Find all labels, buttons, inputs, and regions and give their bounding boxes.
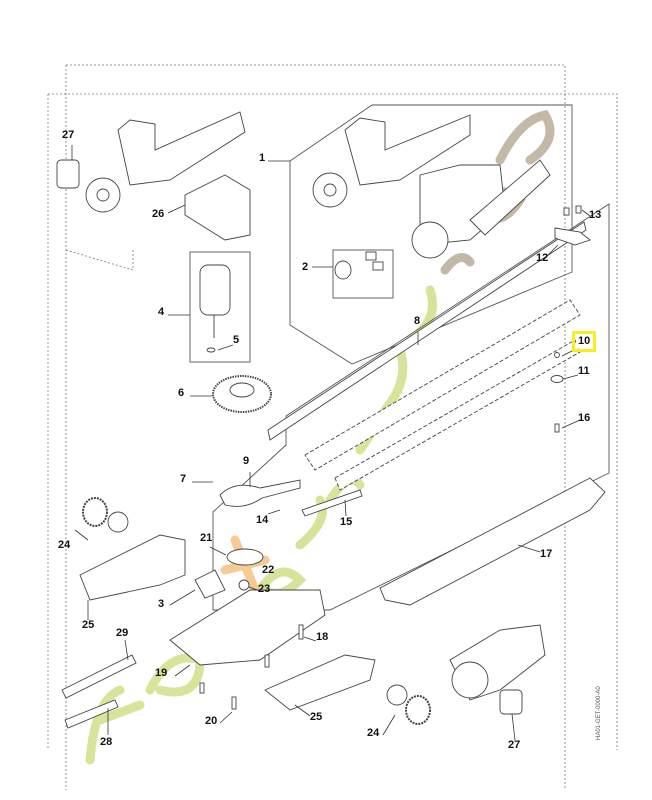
part-label-6[interactable]: 6 <box>178 387 185 399</box>
washer-5 <box>206 347 216 353</box>
part-label-24-lower[interactable]: 24 <box>367 727 380 739</box>
motor-box <box>189 251 251 363</box>
housing-25b <box>264 654 376 711</box>
inner-dashed-frame <box>48 93 618 750</box>
part-label-25-lower[interactable]: 25 <box>310 711 323 723</box>
part-label-15[interactable]: 15 <box>340 516 353 528</box>
part-label-8[interactable]: 8 <box>414 315 421 327</box>
lever-9 <box>219 479 301 507</box>
bracket-12 <box>554 227 591 246</box>
part-label-21[interactable]: 21 <box>200 532 213 544</box>
part-label-24[interactable]: 24 <box>58 539 71 551</box>
drawing-code: HA01-GET-0000-A0 <box>596 686 602 740</box>
part-label-27[interactable]: 27 <box>62 129 75 141</box>
housing-part <box>344 114 471 186</box>
part-label-17[interactable]: 17 <box>540 548 553 560</box>
part-label-2[interactable]: 2 <box>302 261 309 273</box>
part-label-27-lower[interactable]: 27 <box>508 739 521 751</box>
part-label-11[interactable]: 11 <box>578 365 590 377</box>
part-label-3[interactable]: 3 <box>158 598 165 610</box>
part-label-18[interactable]: 18 <box>316 631 329 643</box>
blade-upper <box>304 299 581 471</box>
part-label-10-highlighted[interactable]: 10 <box>571 331 597 352</box>
housing-25 <box>79 534 186 601</box>
assembly-1-outline <box>289 104 573 365</box>
part-label-5[interactable]: 5 <box>233 334 240 346</box>
handle-bar <box>469 159 551 236</box>
spring-24b <box>386 684 408 706</box>
gear-21 <box>226 548 264 566</box>
motor-4 <box>199 264 231 316</box>
switch-rod-28 <box>61 654 137 699</box>
part-label-4[interactable]: 4 <box>158 306 165 318</box>
cap-27b <box>499 689 523 715</box>
part-label-20[interactable]: 20 <box>205 715 218 727</box>
part-label-22[interactable]: 22 <box>262 564 275 576</box>
part-label-23[interactable]: 23 <box>258 583 271 595</box>
guard-17 <box>379 477 606 606</box>
leader-lines <box>71 145 591 741</box>
part-label-1[interactable]: 1 <box>259 152 266 164</box>
part-label-14[interactable]: 14 <box>256 514 269 526</box>
part-label-12[interactable]: 12 <box>536 252 549 264</box>
spring-24 <box>107 511 129 533</box>
part-3 <box>194 569 226 599</box>
part-label-7[interactable]: 7 <box>180 473 187 485</box>
part-label-16[interactable]: 16 <box>578 412 591 424</box>
gear-24b <box>405 695 431 725</box>
gear-24 <box>82 497 108 527</box>
cover-26 <box>184 174 251 241</box>
part-label-28[interactable]: 28 <box>100 736 113 748</box>
cap-27 <box>56 159 80 189</box>
part-label-25[interactable]: 25 <box>82 619 95 631</box>
part-label-19[interactable]: 19 <box>155 667 168 679</box>
part-label-9[interactable]: 9 <box>243 455 250 467</box>
washer-23 <box>238 579 250 591</box>
plate-15 <box>301 489 363 517</box>
brush-kit-box <box>332 249 394 299</box>
guide-bar-8 <box>267 221 587 441</box>
part-shapes <box>56 111 606 729</box>
blade-lower <box>334 339 581 491</box>
part-label-26[interactable]: 26 <box>152 208 165 220</box>
part-label-29[interactable]: 29 <box>116 627 129 639</box>
part-label-13[interactable]: 13 <box>589 209 602 221</box>
gearbox-19 <box>169 589 326 666</box>
